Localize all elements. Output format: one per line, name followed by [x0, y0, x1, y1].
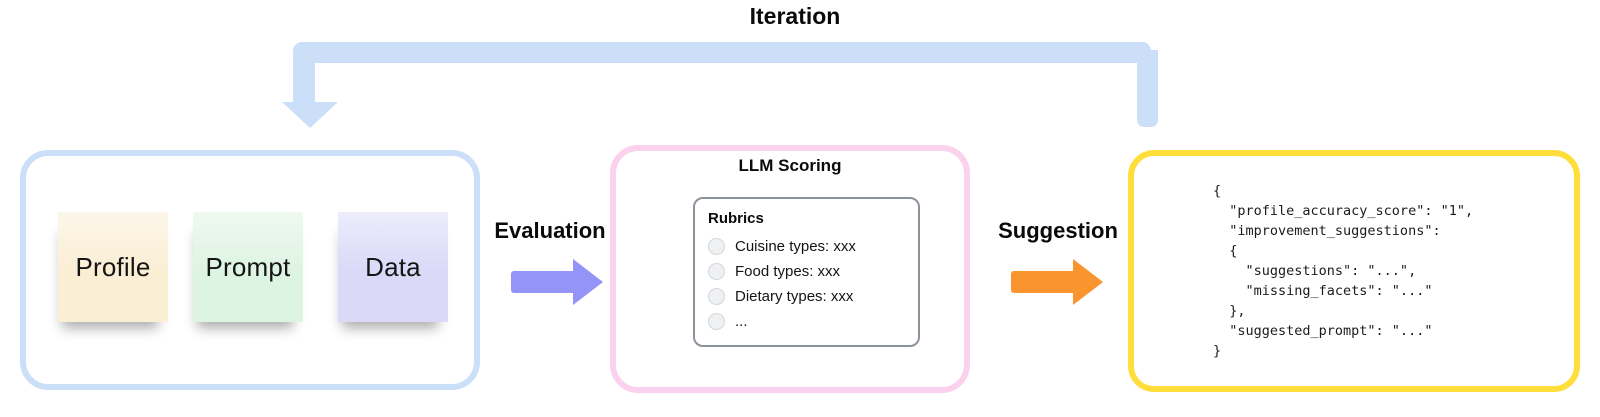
evaluation-label: Evaluation: [494, 218, 606, 243]
json-output-code: { "profile_accuracy_score": "1", "improv…: [1213, 183, 1474, 359]
radio-button-icon: [708, 288, 725, 305]
iteration-label: Iteration: [749, 3, 841, 29]
rubrics-panel: Rubrics Cuisine types: xxx Food types: x…: [693, 197, 920, 347]
sticky-note-profile-label: Profile: [75, 251, 151, 282]
rubric-label: Food types: xxx: [735, 263, 841, 280]
iteration-loop-arrowhead-icon: [282, 102, 338, 128]
sticky-note-profile: Profile: [58, 212, 168, 322]
iteration-loop-arrow-right-segment: [1137, 50, 1158, 127]
suggestion-arrow-icon: [1011, 259, 1103, 305]
sticky-note-prompt-label: Prompt: [205, 251, 291, 282]
sticky-note-prompt: Prompt: [193, 212, 303, 322]
rubrics-heading: Rubrics: [708, 210, 764, 227]
suggestion-output-box: [1128, 150, 1580, 392]
evaluation-arrow-icon: [511, 259, 603, 305]
llm-scoring-title: LLM Scoring: [738, 156, 842, 175]
radio-button-icon: [708, 263, 725, 280]
radio-button-icon: [708, 313, 725, 330]
rubric-row-dietary: Dietary types: xxx: [708, 284, 918, 309]
iteration-loop-arrow-horizontal: [293, 42, 1151, 63]
rubric-label: ...: [735, 313, 748, 330]
suggestion-label: Suggestion: [998, 218, 1118, 243]
rubric-label: Cuisine types: xxx: [735, 238, 856, 255]
iteration-loop-arrow-left-segment: [293, 50, 315, 104]
sticky-note-data: Data: [338, 212, 448, 322]
rubric-row-ellipsis: ...: [708, 309, 918, 334]
rubric-row-food: Food types: xxx: [708, 259, 918, 284]
sticky-note-data-label: Data: [365, 251, 421, 282]
rubric-label: Dietary types: xxx: [735, 288, 854, 305]
radio-button-icon: [708, 238, 725, 255]
rubric-row-cuisine: Cuisine types: xxx: [708, 234, 918, 259]
